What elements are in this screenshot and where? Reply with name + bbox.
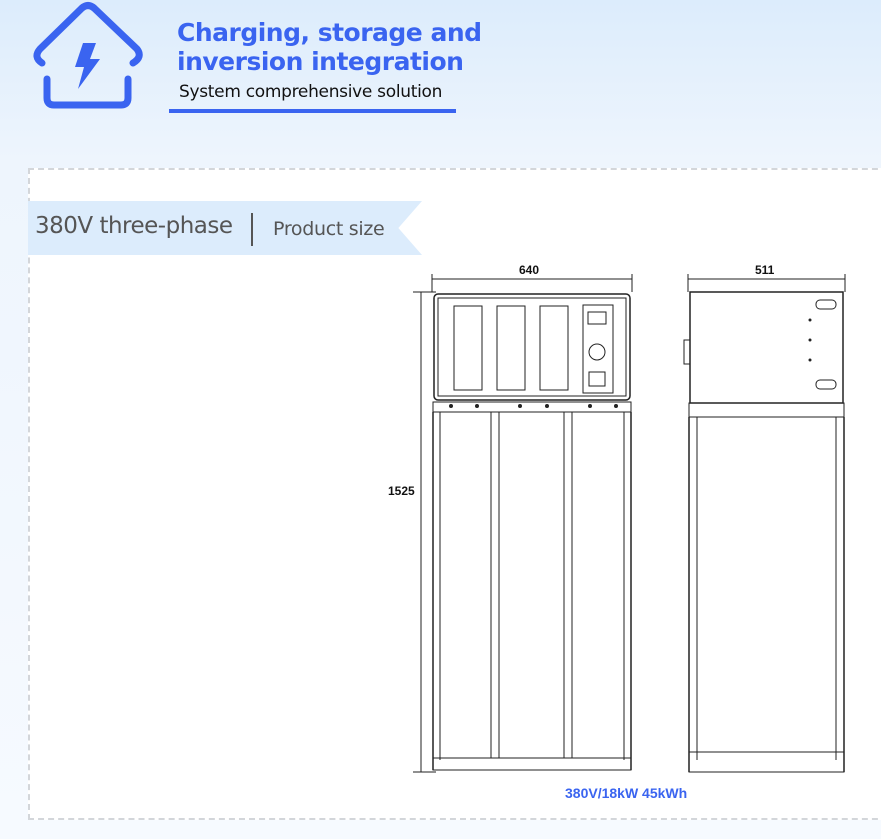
ribbon-divider <box>251 213 253 246</box>
section-ribbon <box>28 201 422 255</box>
title-underline <box>169 109 456 113</box>
page-subtitle: System comprehensive solution <box>179 82 443 102</box>
height-label: 1525 <box>388 484 415 498</box>
product-size-card <box>28 168 881 820</box>
section-label: Product size <box>273 218 385 240</box>
side-depth-label: 511 <box>755 263 775 277</box>
model-caption: 380V/18kW 45kWh <box>565 785 688 801</box>
section-tag: 380V three-phase <box>35 213 233 239</box>
front-width-label: 640 <box>519 263 540 277</box>
